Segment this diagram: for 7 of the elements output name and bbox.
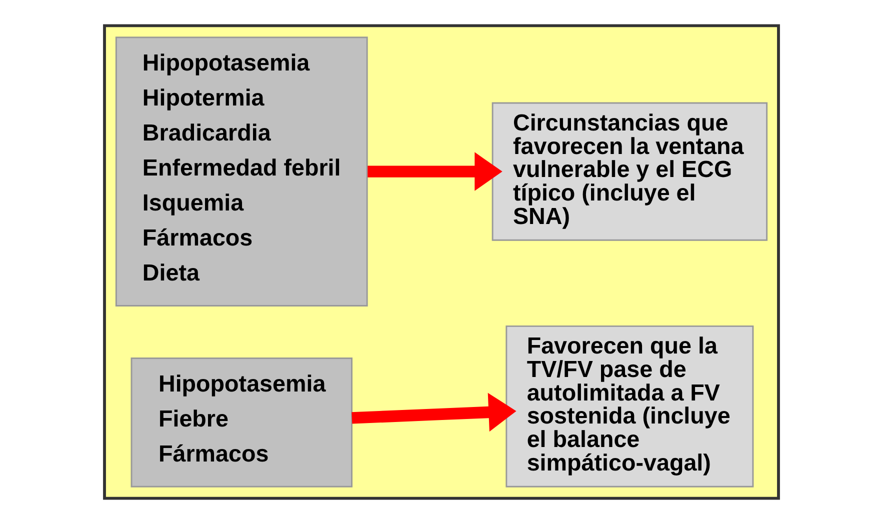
cluster: [103, 24, 780, 500]
arrow: [368, 152, 502, 191]
node-box: Circunstancias que favorecen la ventana vulnerable y el ECG típico (incluye el SNA): [492, 102, 768, 241]
arrow: [352, 392, 516, 432]
node-box: Hipopotasemia Fiebre Fármacos: [130, 358, 352, 488]
node-box: Favorecen que la TV/FV pase de autolimitada a FV sostenida (incluye el balance simpático-vagal): [506, 325, 754, 488]
node-box: Hipopotasemia Hipotermia Bradicardia Enfermedad febril Isquemia Fármacos Dieta: [115, 36, 368, 306]
